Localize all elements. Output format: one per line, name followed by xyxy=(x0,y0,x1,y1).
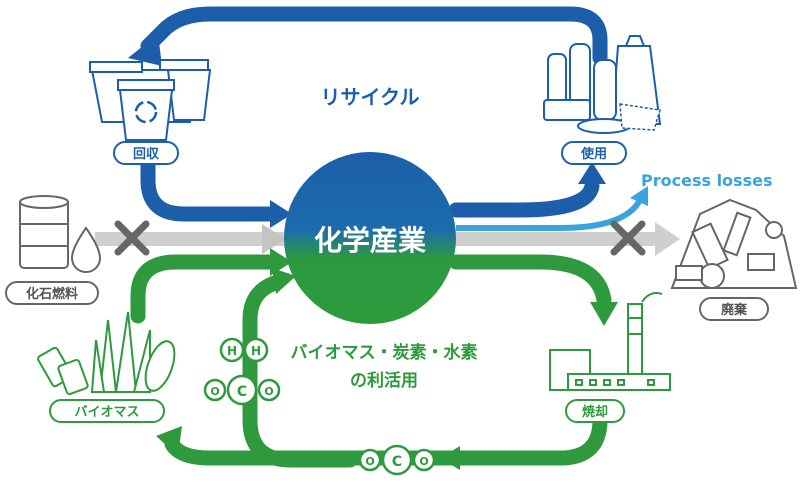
co2-bottom-carbon: C xyxy=(392,454,402,470)
fossil-label: 化石燃料 xyxy=(26,286,78,302)
use-label: 使用 xyxy=(580,146,607,162)
biomass-arrowhead-left xyxy=(156,426,182,456)
oil-drop-icon xyxy=(70,226,102,273)
incineration-node: 焼却 xyxy=(565,399,625,423)
recycle-arrowhead-left xyxy=(128,34,162,66)
center-label: 化学産業 xyxy=(314,224,426,257)
oil-drum-icon xyxy=(19,195,69,269)
co2-left-oxygen-2: O xyxy=(264,385,273,398)
plastic-products-icon xyxy=(543,35,662,134)
waste-pile-icon xyxy=(670,198,798,289)
hydrogen-molecule: H H xyxy=(219,337,269,363)
biomass-label: バイオマス xyxy=(74,405,139,420)
recycle-arrowhead-use xyxy=(578,162,606,184)
use-node: 使用 xyxy=(561,141,627,165)
utilization-label-line2: の利活用 xyxy=(350,370,418,391)
recycle-label: リサイクル xyxy=(321,85,420,109)
utilization-label-line1: バイオマス・炭素・水素 xyxy=(291,342,478,363)
biomass-loop-arrow xyxy=(130,254,612,468)
recycle-arrowhead-center xyxy=(270,200,292,228)
bottom-arrowhead-co xyxy=(440,446,460,470)
recycle-icon xyxy=(134,100,158,124)
co2-left-carbon: C xyxy=(237,384,247,400)
recycle-loop-arrow xyxy=(140,6,608,222)
recycle-bins-icon xyxy=(89,59,212,141)
co2-bottom-oxygen-1: O xyxy=(365,455,374,468)
incineration-factory-icon xyxy=(549,292,671,391)
fossil-node: 化石燃料 xyxy=(5,281,99,305)
co2-bottom-oxygen-2: O xyxy=(419,455,428,468)
cross-mark-waste-icon xyxy=(610,220,646,256)
biomass-arrowhead-center xyxy=(270,248,292,276)
collect-label: 回収 xyxy=(133,147,160,162)
incineration-label: 焼却 xyxy=(582,404,608,420)
hydrogen-atom-2: H xyxy=(251,344,261,358)
co2-molecule-bottom: O C O xyxy=(358,444,436,476)
process-losses-label: Process losses xyxy=(641,171,772,190)
co2-molecule-left: O C O xyxy=(203,374,281,406)
biomass-node: バイオマス xyxy=(49,399,165,423)
incineration-arrowhead xyxy=(590,302,618,326)
waste-label: 廃棄 xyxy=(720,302,748,318)
co2-left-oxygen-1: O xyxy=(210,385,219,398)
inner-loop-arrowhead xyxy=(272,268,296,294)
cross-mark-fossil-icon xyxy=(114,220,150,256)
hydrogen-atom-1: H xyxy=(227,344,237,358)
process-losses-arrow xyxy=(456,186,648,231)
waste-node: 廃棄 xyxy=(699,297,769,321)
biomass-plants-icon xyxy=(37,311,176,396)
chemical-industry-circle xyxy=(284,152,456,324)
collect-node: 回収 xyxy=(113,141,179,165)
